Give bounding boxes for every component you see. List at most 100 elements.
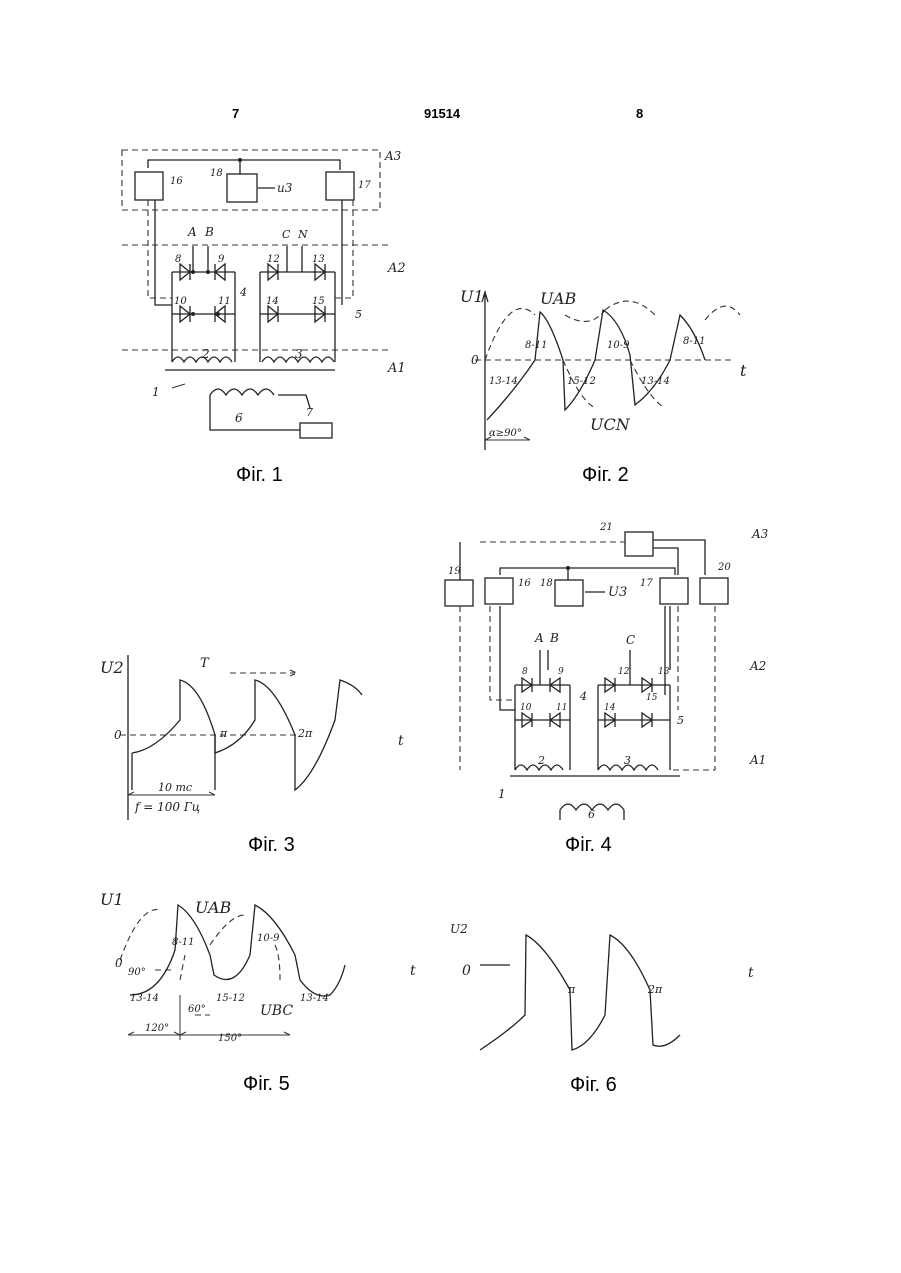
diode-11-label: 11	[218, 296, 231, 307]
diode-15-label: 15	[646, 693, 658, 703]
bridge-5-label: 5	[677, 714, 684, 727]
2pi-label: 2π	[297, 727, 313, 740]
u1-axis-label: U1	[460, 287, 484, 306]
figure-1-caption: Фіг. 1	[236, 464, 283, 487]
block-18-label: 18	[210, 168, 223, 179]
page-number-right: 8	[636, 106, 643, 121]
diode-8-label: 8	[522, 667, 528, 677]
ubc-label: UBC	[260, 1003, 293, 1019]
phase-b-label: B	[549, 631, 559, 645]
uab-label: UAB	[540, 289, 577, 308]
block-20-label: 20	[717, 562, 731, 573]
phase-n-label: N	[297, 228, 308, 241]
a2-label: A2	[749, 659, 766, 673]
a2-label: A2	[387, 261, 406, 276]
diode-10-label: 10	[174, 296, 187, 307]
block-16-label: 16	[518, 578, 531, 589]
angle-60-label: 60°	[188, 1004, 206, 1015]
segment-13-14: 13-14	[489, 376, 518, 387]
t-left-label: t	[410, 963, 416, 979]
diode-14-label: 14	[604, 703, 616, 713]
winding-3-label: 3	[624, 754, 631, 767]
electrode-7-label: 7	[306, 406, 313, 419]
figure-3-waveform: U2 T 0 π 2π 10 mc f = 100 Гц t	[100, 645, 380, 825]
patent-number: 91514	[424, 106, 460, 121]
bridge-4-label: 4	[239, 286, 247, 299]
phase-c-label: C	[626, 633, 635, 647]
diode-11-label: 11	[556, 703, 567, 713]
phase-c-label: C	[282, 228, 291, 241]
u2-axis-label: U2	[100, 658, 124, 677]
pi-label: π	[219, 727, 228, 740]
angle-120-label: 120°	[145, 1023, 169, 1034]
segment-10-9: 10-9	[257, 933, 280, 944]
block-18-label: 18	[540, 578, 553, 589]
figure-2-waveform: U1 UAB 0 t UCN 13-14 8-11 15-12 10-9 13-…	[455, 280, 755, 455]
diode-13-label: 13	[658, 667, 670, 677]
t-axis-label: t	[398, 733, 404, 749]
segment-15-12: 15-12	[216, 993, 245, 1004]
block-21-label: 21	[599, 522, 613, 533]
segment-8-11: 8-11	[525, 340, 547, 351]
diode-10-label: 10	[520, 703, 532, 713]
block-16-label: 16	[170, 176, 183, 187]
zero-label: 0	[114, 728, 122, 742]
segment-13-14: 13-14	[130, 993, 159, 1004]
winding-2-label: 2	[201, 347, 210, 361]
2pi-label: 2π	[647, 983, 663, 996]
transformer-1-label: 1	[498, 787, 506, 801]
zero-label: 0	[462, 963, 471, 979]
diode-8-label: 8	[175, 254, 181, 265]
zero-label: 0	[471, 353, 479, 367]
a1-label: A1	[387, 361, 406, 376]
block-17-label: 17	[358, 180, 371, 191]
winding-3-label: 3	[295, 347, 303, 361]
t-axis-label: t	[748, 965, 754, 981]
diode-9-label: 9	[218, 254, 225, 265]
bridge-5-label: 5	[355, 308, 362, 321]
ucn-label: UCN	[590, 415, 631, 434]
figure-5-caption: Фіг. 5	[243, 1073, 290, 1096]
figure-5-waveform: U1 UAB 0 90° 8-11 10-9 13-14 15-12 13-14…	[100, 885, 350, 1055]
figure-4-caption: Фіг. 4	[565, 834, 612, 857]
figure-3-caption: Фіг. 3	[248, 834, 295, 857]
diode-9-label: 9	[558, 667, 564, 677]
diode-12-label: 12	[618, 667, 630, 677]
segment-15-12: 15-12	[567, 376, 596, 387]
alpha-label: α≥90°	[489, 428, 522, 439]
phase-a-label: A	[534, 631, 544, 645]
uab-label: UAB	[195, 898, 232, 917]
winding-2-label: 2	[537, 754, 545, 767]
block-17-label: 17	[640, 578, 653, 589]
diode-13-label: 13	[312, 254, 325, 265]
frequency-label: f = 100 Гц	[134, 800, 200, 814]
a1-label: A1	[749, 753, 766, 767]
period-t-label: T	[200, 656, 210, 671]
segment-10-9: 10-9	[607, 340, 630, 351]
segment-13-14-b: 13-14	[641, 376, 670, 387]
u1-axis-label: U1	[100, 890, 124, 909]
figure-1-circuit: 16 18 u3 17 A3 A B C N A2 A1 8 9 10 11 1…	[110, 140, 420, 450]
a3-label: A3	[751, 527, 769, 541]
u2-axis-label: U2	[450, 922, 468, 936]
angle-90-label: 90°	[128, 967, 146, 978]
period-10ms-label: 10 mc	[158, 781, 192, 794]
segment-8-11-b: 8-11	[683, 336, 705, 347]
segment-13-14-b: 13-14	[300, 993, 329, 1004]
diode-14-label: 14	[266, 296, 279, 307]
bridge-4-label: 4	[579, 690, 587, 703]
t-axis-label: t	[740, 361, 747, 380]
winding-6-label: 6	[588, 808, 595, 821]
u3-label: u3	[277, 181, 293, 195]
angle-150-label: 150°	[218, 1033, 242, 1044]
a3-label: A3	[384, 149, 402, 163]
block-19-label: 19	[448, 566, 461, 577]
pi-label: π	[567, 983, 576, 996]
transformer-1-label: 1	[152, 385, 160, 399]
diode-15-label: 15	[312, 296, 325, 307]
figure-2-caption: Фіг. 2	[582, 464, 629, 487]
u3-label: U3	[608, 585, 627, 600]
diode-12-label: 12	[267, 254, 280, 265]
winding-6-label: 6	[235, 411, 243, 425]
figure-4-circuit: 21 A3 19 16 18 U3 17 20 A B C A2 A1 8 9 …	[430, 520, 775, 820]
